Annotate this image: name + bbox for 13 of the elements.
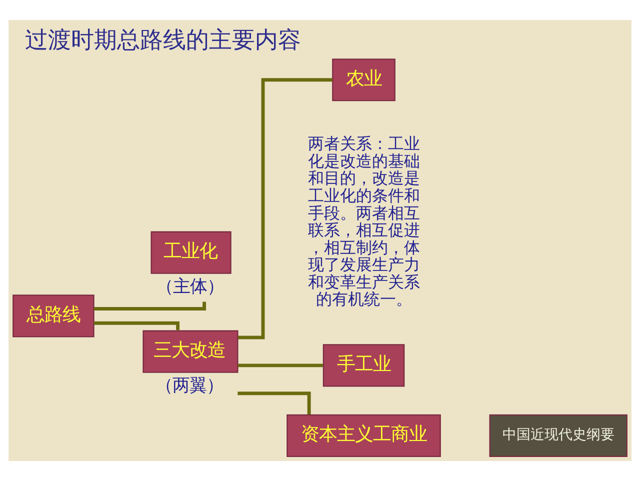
connector xyxy=(238,363,323,367)
diagram-title: 过渡时期总路线的主要内容 xyxy=(24,27,301,54)
connector xyxy=(238,78,332,339)
node-label: （两翼） xyxy=(155,375,224,396)
label: 中国近现代史纲要 xyxy=(502,426,614,443)
node-box: 总路线 xyxy=(12,294,94,337)
node-label: （主体） xyxy=(156,276,224,296)
node-box: 资本主义工商业 xyxy=(286,414,441,456)
node-box: 手工业 xyxy=(322,344,405,386)
connector xyxy=(238,391,311,414)
label: 两者关系：工业化是改造的基础和目的，改造是工业化的条件和手段。两者相互联系，相互促进，相互制约，体现了发展生产力和变革生产关系的有机统一。 xyxy=(308,134,420,308)
node-box: 农业 xyxy=(332,58,396,101)
connector xyxy=(94,320,180,330)
